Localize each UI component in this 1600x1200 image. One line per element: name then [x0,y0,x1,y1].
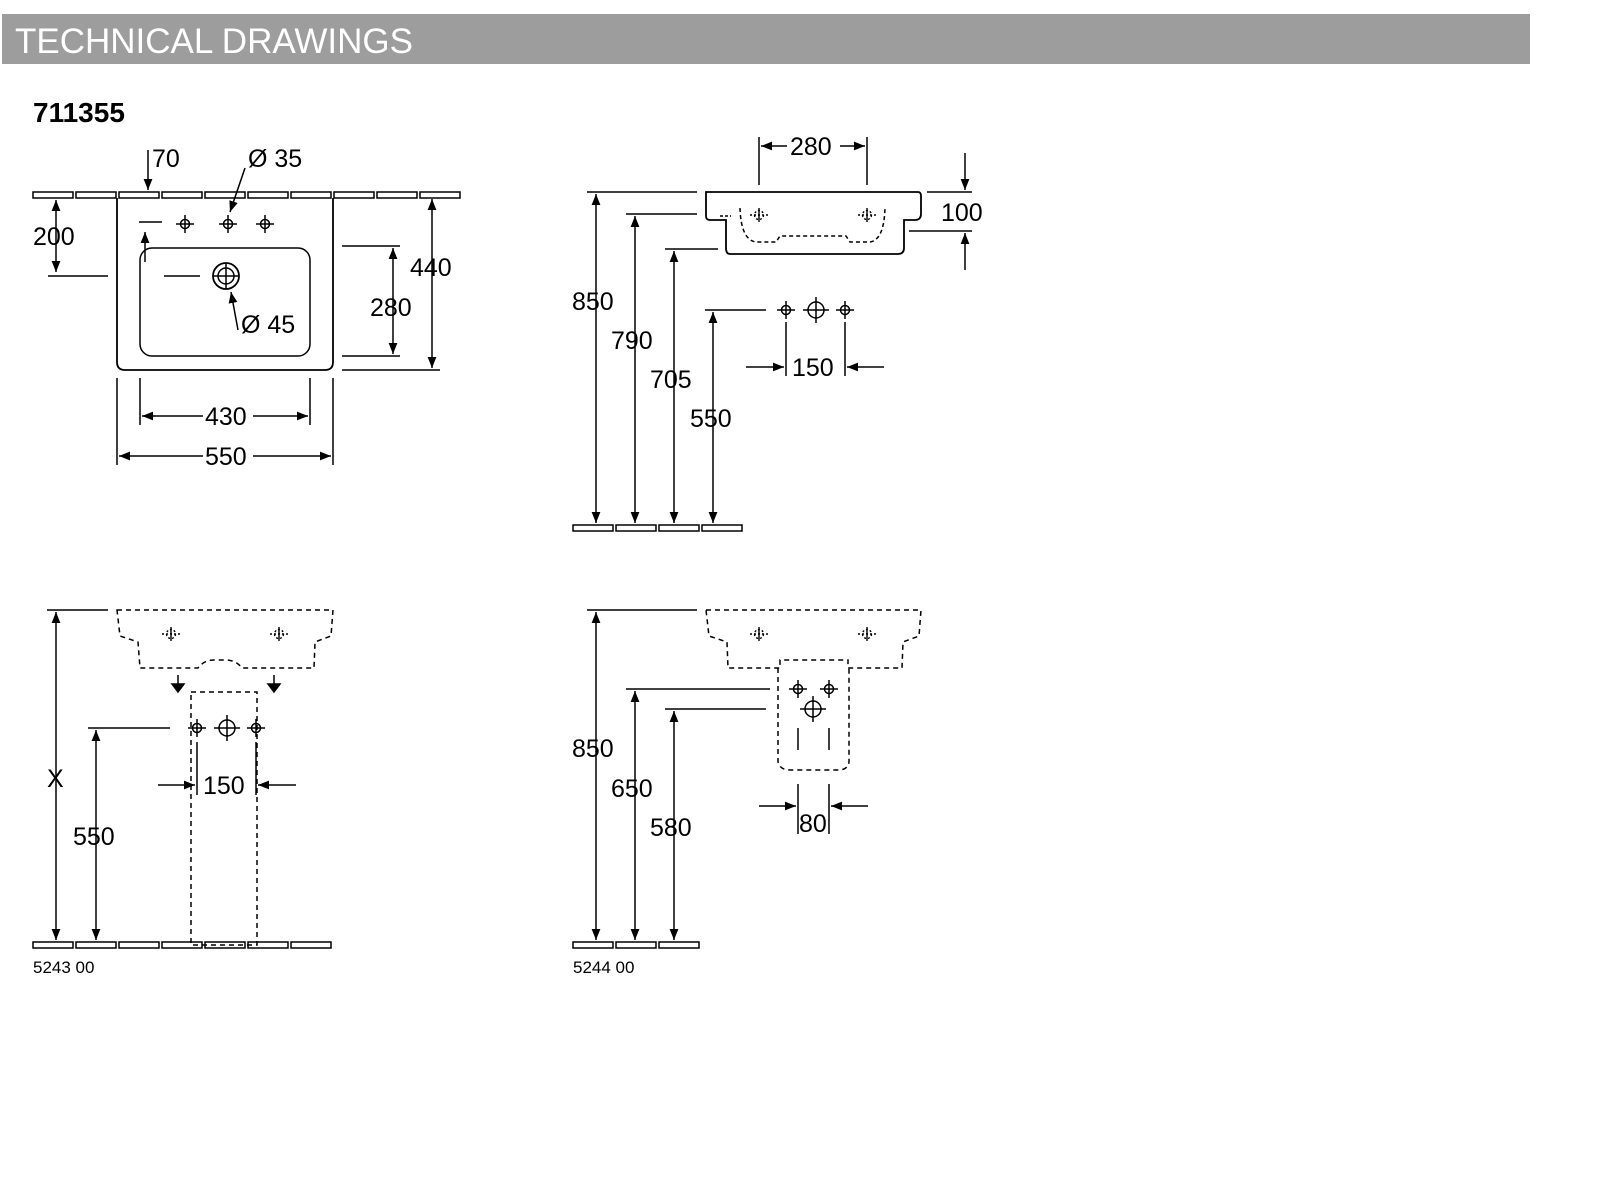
side-view-labels: 280 100 850 790 705 550 150 [572,133,983,433]
dim-dia45: Ø 45 [241,311,295,339]
semi-pedestal-view [572,609,922,949]
tap-hole-left-icon [175,214,195,234]
waste-outlet-icon [802,296,830,324]
bowl-outline [139,247,311,357]
dim-dia35: Ø 35 [248,145,302,173]
dim-280-side: 280 [790,133,832,161]
dim-100: 100 [941,199,983,227]
dim-550-side: 550 [690,405,732,433]
water-supply-left-icon [776,300,796,320]
semi-pedestal-view-labels: 850 650 580 80 5244 00 [572,735,827,977]
dim-705: 705 [650,366,692,394]
pedestal-view [32,609,334,949]
dim-550: 550 [205,443,247,471]
dim-200: 200 [33,223,75,251]
dim-440: 440 [410,254,452,282]
dim-280: 280 [370,294,412,322]
side-view [572,137,972,532]
header-bar: TECHNICAL DRAWINGS [2,14,1530,64]
dim-650: 650 [611,775,653,803]
dim-150-pedestal: 150 [203,772,245,800]
dim-430: 430 [205,403,247,431]
top-view [32,150,461,465]
dim-70: 70 [152,145,180,173]
dim-580: 580 [650,814,692,842]
pedestal-code: 5243 00 [33,958,94,977]
dim-850: 850 [572,288,614,316]
dim-150-side: 150 [792,354,834,382]
dim-850-semi: 850 [572,735,614,763]
basin-profile [705,191,922,255]
page-title: TECHNICAL DRAWINGS [15,22,413,61]
arrow-down-icon [266,675,282,694]
basin-outline [116,198,334,371]
dim-80: 80 [799,810,827,838]
arrow-down-icon [170,675,186,694]
tap-hole-center-icon [218,214,238,234]
wall-line [32,191,461,199]
water-supply-right-icon [835,300,855,320]
product-code: 711355 [33,97,125,128]
top-view-labels: 70 Ø 35 200 440 280 Ø 45 430 550 [33,145,452,471]
semi-pedestal-code: 5244 00 [573,958,634,977]
dim-550-pedestal: 550 [73,823,115,851]
dim-790: 790 [611,327,653,355]
pedestal-view-labels: X 550 150 5243 00 [33,765,245,977]
drain-icon [164,262,240,290]
dim-x: X [47,765,64,793]
tap-hole-right-icon [255,214,275,234]
